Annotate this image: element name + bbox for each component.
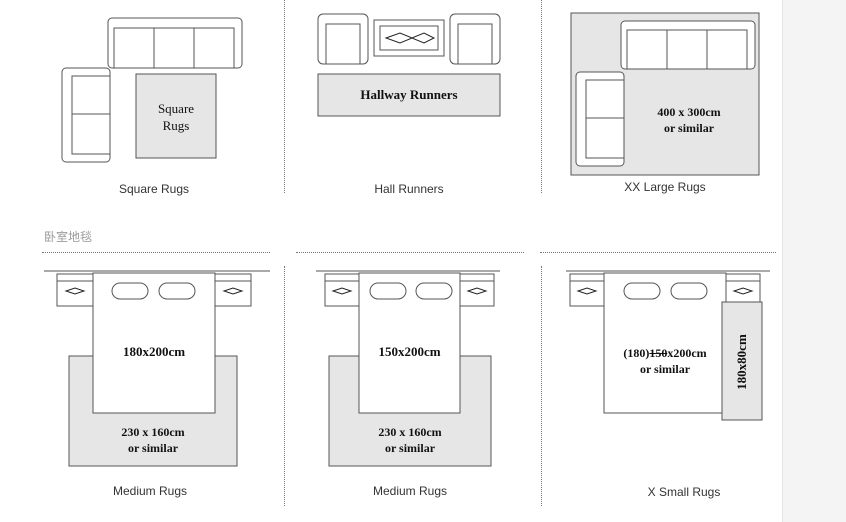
armchair-hall-right [449,13,501,65]
divider-v4 [541,266,542,506]
caption-medium-rugs-2: Medium Rugs [372,484,448,498]
nightstand-2a [324,273,360,307]
divider-v2 [541,0,542,193]
bed-2 [358,272,461,414]
page-side-gutter [782,0,846,522]
divider-h1 [42,252,270,253]
medium-rug-1-text: 230 x 160cm or similar [69,424,237,456]
caption-medium-rugs-1: Medium Rugs [112,484,188,498]
sofa-top-right [620,20,756,70]
x-small-runner-rug [721,301,763,421]
xxl-rug-line1: 400 x 300cm [657,105,721,119]
coffee-table [373,19,445,57]
divider-h3 [540,252,776,253]
bed-3-line2: or similar [639,362,691,376]
bed-1-size: 180x200cm [122,344,186,359]
medium-rug-1-line1: 230 x 160cm [121,425,185,439]
bed-1 [92,272,216,414]
nightstand-1a [56,273,94,307]
medium-rug-2-line2: or similar [384,441,436,455]
caption-x-small-rugs: X Small Rugs [647,485,721,499]
caption-xx-large-rugs: XX Large Rugs [624,180,706,194]
xxl-rug-text: 400 x 300cm or similar [624,104,754,136]
square-rug-line2: Rugs [162,118,190,133]
x-small-runner-size: 180x80cm [734,334,749,390]
bed-3-size-suffix: x200cm [667,346,707,360]
bed-3-text: (180)150x200cm or similar [604,345,726,377]
sofa-top-left [107,17,243,69]
nightstand-3b [725,273,761,307]
bed-3-size-prefix: (180) [623,346,650,360]
hallway-runner-rug [317,73,501,117]
hallway-runner-text: Hallway Runners [360,87,458,102]
square-rug-line1: Square [157,101,195,116]
divider-v1 [284,0,285,193]
square-rug-text: Square Rugs [136,100,216,134]
caption-hall-runners: Hall Runners [374,182,444,196]
square-rug [135,73,217,159]
caption-square-rugs: Square Rugs [118,182,190,196]
armchair-left [61,67,111,163]
medium-rug-2-text: 230 x 160cm or similar [329,424,491,456]
medium-rug-2-line1: 230 x 160cm [378,425,442,439]
bed-3 [603,272,727,414]
divider-v3 [284,266,285,506]
armchair-hall-left [317,13,369,65]
armchair-xxl [575,71,625,167]
nightstand-1b [214,273,252,307]
bed-3-size: (180)150x200cm [604,345,726,361]
divider-h2 [296,252,524,253]
nightstand-2b [459,273,495,307]
section-title-bedroom-rugs: 卧室地毯 [44,230,93,244]
medium-rug-1-line2: or similar [127,441,179,455]
nightstand-3a [569,273,605,307]
bed-3-size-struck: 150 [649,346,668,360]
xxl-rug-line2: or similar [663,121,715,135]
bed-2-size: 150x200cm [378,344,441,359]
